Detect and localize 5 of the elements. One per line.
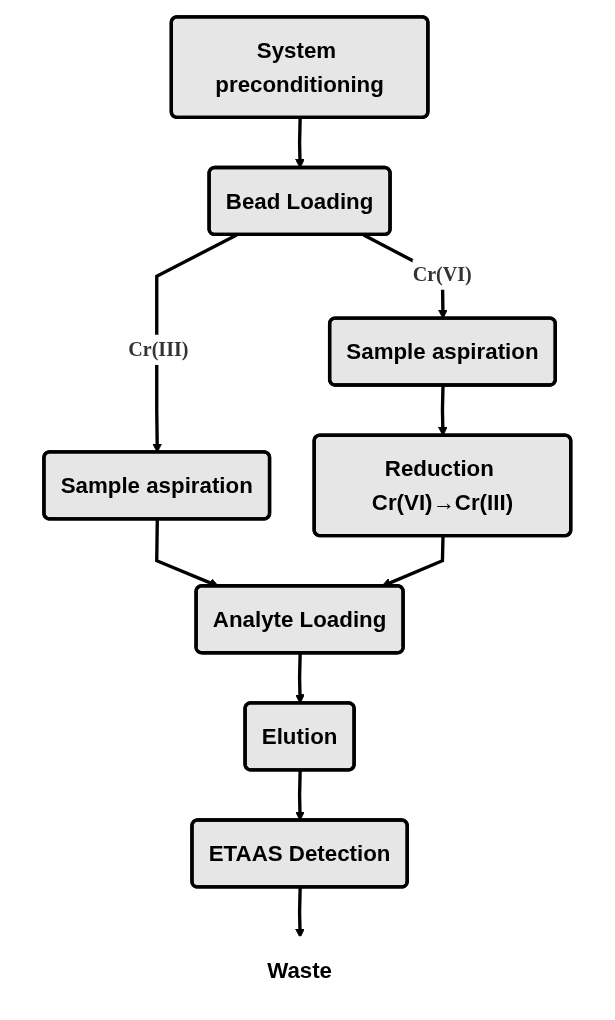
node-text: Waste <box>267 957 333 983</box>
edge-label: Cr(VI) <box>412 262 472 285</box>
edge-label: Cr(III) <box>128 337 189 360</box>
arrow <box>295 886 306 938</box>
arrow <box>295 117 306 168</box>
